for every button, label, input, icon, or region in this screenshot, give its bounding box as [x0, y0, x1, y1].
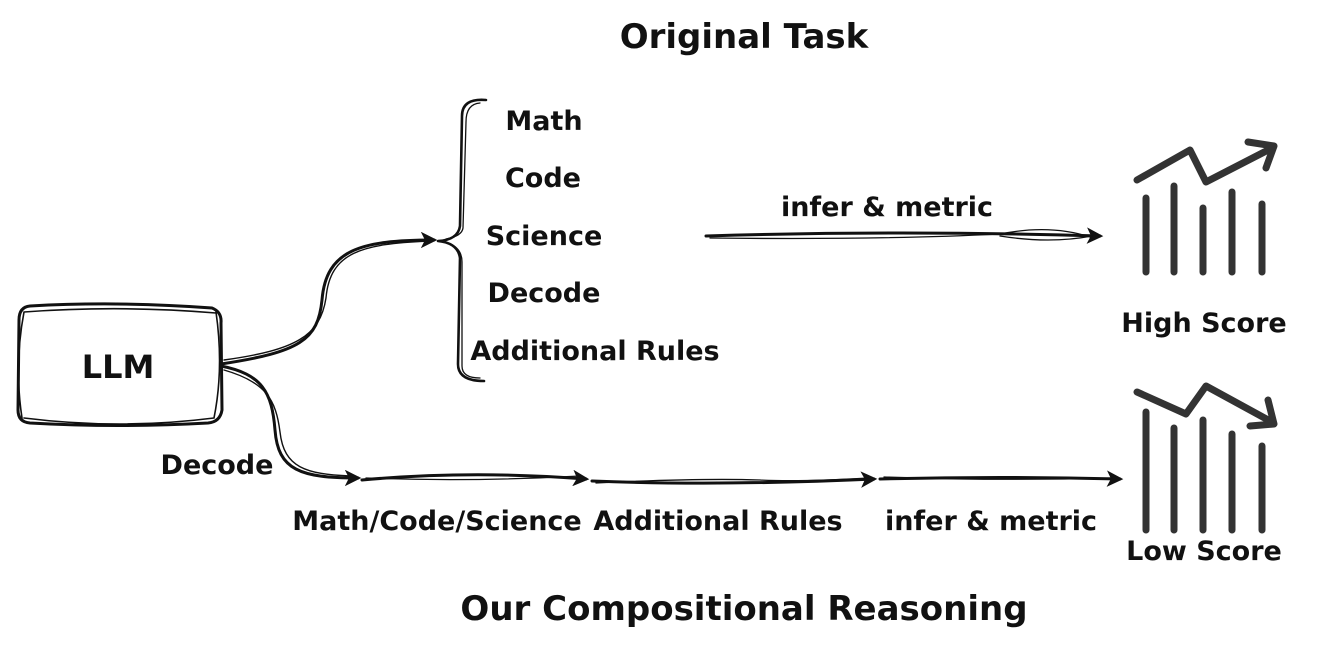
low-score-chart-icon [1133, 382, 1278, 534]
high-score-chart-icon [1133, 138, 1278, 276]
task-item-additional-rules: Additional Rules [470, 336, 719, 367]
task-list-brace-sketch [445, 102, 481, 379]
high-score-trend-arrowhead [1244, 138, 1278, 172]
bottom-step-arrow-3-sketch [883, 476, 1113, 480]
original-task-list: Math Code Science Decode Additional Rule… [470, 106, 719, 367]
title-original-task: Original Task [620, 17, 870, 57]
top-infer-arrow-sketch [709, 229, 1093, 241]
bottom-branch-label: Decode [161, 450, 274, 481]
lower-branch-arrow [219, 364, 362, 487]
task-item-code: Code [505, 163, 581, 194]
task-list-brace [436, 98, 488, 383]
llm-box [16, 302, 224, 427]
upper-branch-sketch [223, 240, 429, 361]
top-infer-arrow [704, 227, 1104, 244]
bottom-step-math-code-science: Math/Code/Science [292, 506, 582, 537]
low-score-trend-arrowhead [1246, 396, 1278, 430]
task-item-math: Math [505, 106, 582, 137]
upper-branch-arrow [219, 231, 438, 366]
low-score-trend-line [1133, 382, 1276, 426]
llm-label: LLM [82, 348, 155, 386]
high-score-trend-line [1133, 144, 1276, 186]
bottom-step-infer-metric: infer & metric [885, 506, 1097, 537]
high-score-label: High Score [1121, 308, 1286, 339]
bottom-step-arrow-1-sketch [365, 475, 581, 481]
top-arrow-label: infer & metric [781, 192, 993, 223]
title-compositional-reasoning: Our Compositional Reasoning [460, 589, 1027, 629]
llm-box-sketch-line [17, 307, 221, 425]
task-item-science: Science [486, 221, 603, 252]
bottom-step-arrow-2-sketch [595, 477, 869, 484]
llm-node: LLM [16, 302, 224, 427]
bottom-step-additional-rules: Additional Rules [593, 506, 842, 537]
task-item-decode: Decode [488, 278, 601, 309]
lower-branch-sketch [223, 369, 351, 477]
low-score-label: Low Score [1126, 536, 1282, 567]
